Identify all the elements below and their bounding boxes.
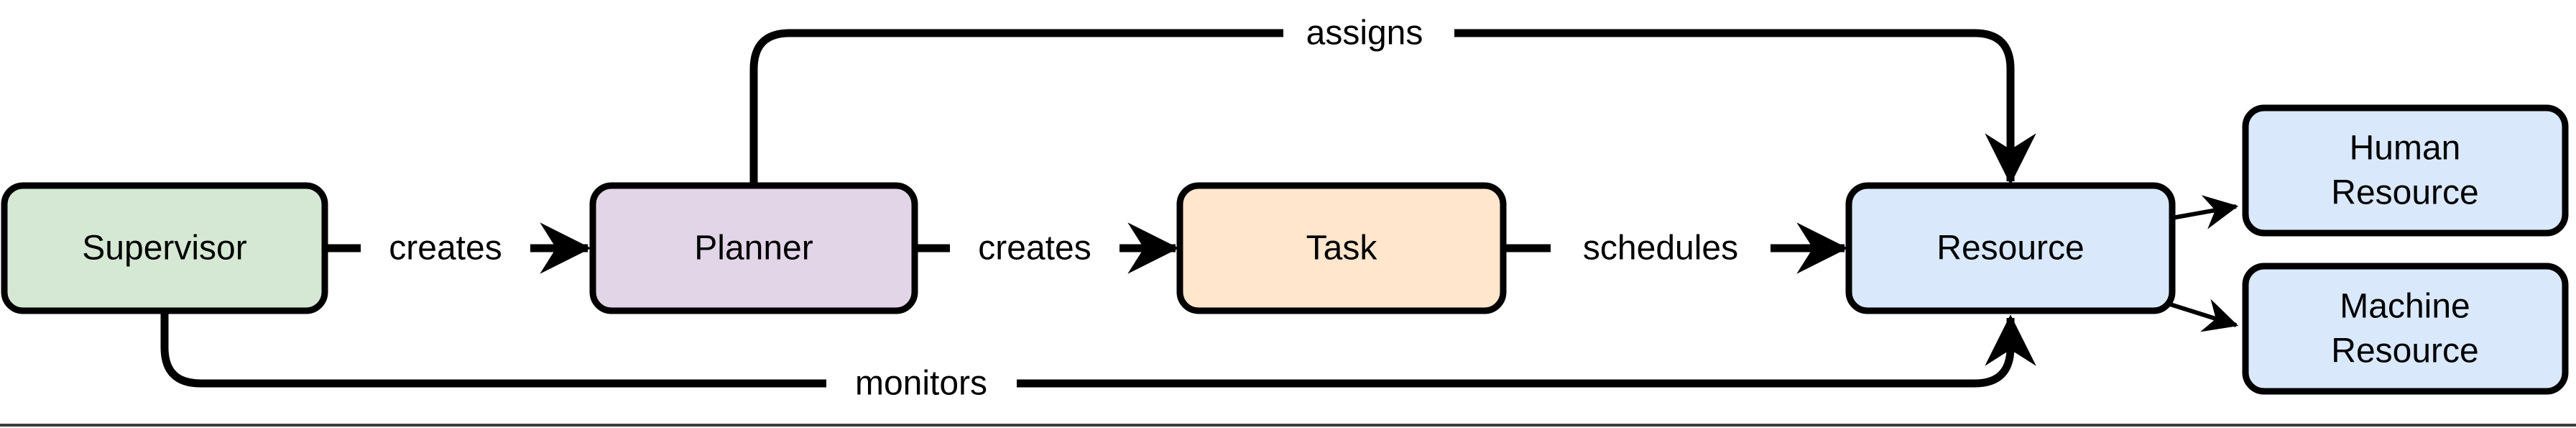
node-human-resource: Human Resource [2242, 104, 2569, 237]
node-planner: Planner [589, 182, 918, 314]
machine-resource-label-line2: Resource [2331, 332, 2478, 370]
resource-label: Resource [1936, 229, 2084, 268]
supervisor-label: Supervisor [82, 229, 246, 268]
edge-task-schedules-resource: schedules [1503, 222, 1848, 274]
monitors-label: monitors [855, 365, 987, 403]
assigns-label: assigns [1306, 14, 1423, 53]
node-resource: Resource [1845, 182, 2176, 314]
planner-box [589, 182, 918, 314]
edge-planner-assigns-resource: assigns [749, 10, 2036, 187]
node-task: Task [1176, 182, 1507, 314]
planner-label: Planner [694, 229, 813, 268]
assigns-label-bg [1283, 10, 1454, 56]
assigns-connector [749, 29, 2036, 187]
creates2-label-bg [950, 225, 1120, 271]
edge-supervisor-monitors-resource: monitors [160, 309, 2036, 406]
edge-resource-to-human-resource [2171, 195, 2239, 229]
monitors-label-bg [826, 360, 1017, 406]
resource-box [1845, 182, 2176, 314]
bottom-divider [0, 424, 2576, 427]
task-label: Task [1306, 229, 1378, 268]
human-resource-label-line2: Resource [2331, 174, 2478, 212]
creates1-label-bg [361, 225, 530, 271]
task-box [1176, 182, 1507, 314]
creates2-label: creates [978, 229, 1091, 268]
monitors-connector [160, 309, 2036, 388]
machine-resource-label-line1: Machine [2340, 288, 2470, 326]
machine-resource-box [2242, 263, 2569, 395]
edge-planner-creates-task: creates [915, 222, 1179, 274]
node-supervisor: Supervisor [1, 182, 328, 314]
human-resource-label-line1: Human [2350, 129, 2461, 168]
edge-supervisor-creates-planner: creates [325, 222, 591, 274]
schedules-label-bg [1551, 225, 1771, 271]
creates1-label: creates [389, 229, 502, 268]
schedules-label: schedules [1583, 229, 1738, 268]
human-resource-box [2242, 104, 2569, 237]
supervisor-box [1, 182, 328, 314]
edge-resource-to-machine-resource [2169, 299, 2239, 332]
node-machine-resource: Machine Resource [2242, 263, 2569, 395]
